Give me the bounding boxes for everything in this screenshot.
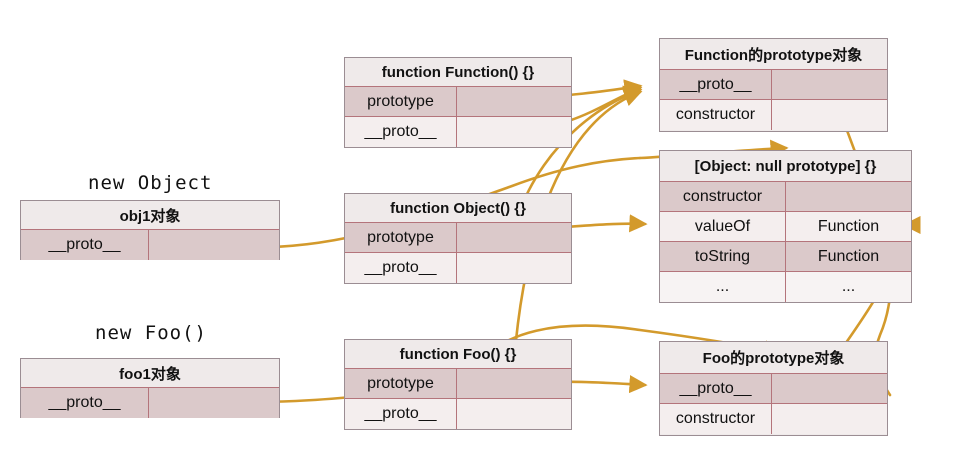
fooproto-key-0: __proto__: [660, 374, 772, 403]
table-row: __proto__: [345, 117, 571, 147]
caption-new-foo: new Foo(): [95, 322, 207, 344]
fn-foo-key-0: prototype: [345, 369, 457, 398]
fnproto-key-0: __proto__: [660, 70, 772, 99]
fn-object-value-0: [457, 223, 571, 252]
table-row: __proto__: [660, 70, 887, 100]
table-row: __proto__: [21, 388, 279, 418]
table-function-object-header: function Object() {}: [345, 194, 571, 223]
table-obj1-key-0: __proto__: [21, 230, 149, 260]
fnproto-value-1: [772, 100, 887, 130]
table-object-null-prototype: [Object: null prototype] {} constructor …: [659, 150, 912, 303]
table-row: __proto__: [21, 230, 279, 260]
table-obj1: obj1对象 __proto__: [20, 200, 280, 260]
fn-function-value-0: [457, 87, 571, 116]
fn-object-key-1: __proto__: [345, 253, 457, 283]
table-row: prototype: [345, 223, 571, 253]
table-function-function: function Function() {} prototype __proto…: [344, 57, 572, 148]
table-foo-prototype: Foo的prototype对象 __proto__ constructor: [659, 341, 888, 436]
table-foo1: foo1对象 __proto__: [20, 358, 280, 418]
table-row: toString Function: [660, 242, 911, 272]
table-object-null-prototype-header: [Object: null prototype] {}: [660, 151, 911, 182]
table-function-prototype: Function的prototype对象 __proto__ construct…: [659, 38, 888, 132]
table-function-foo: function Foo() {} prototype __proto__: [344, 339, 572, 430]
table-row: prototype: [345, 87, 571, 117]
table-row: ... ...: [660, 272, 911, 302]
table-function-object: function Object() {} prototype __proto__: [344, 193, 572, 284]
onp-key-2: toString: [660, 242, 786, 271]
fn-function-key-1: __proto__: [345, 117, 457, 147]
table-function-function-header: function Function() {}: [345, 58, 571, 87]
table-obj1-header: obj1对象: [21, 201, 279, 230]
fooproto-key-1: constructor: [660, 404, 772, 434]
table-row: constructor: [660, 182, 911, 212]
table-obj1-value-0: [149, 230, 279, 260]
table-row: __proto__: [660, 374, 887, 404]
table-row: __proto__: [345, 253, 571, 283]
fn-foo-value-0: [457, 369, 571, 398]
table-foo-prototype-header: Foo的prototype对象: [660, 342, 887, 374]
table-function-foo-header: function Foo() {}: [345, 340, 571, 369]
caption-new-object: new Object: [88, 172, 213, 194]
fooproto-value-0: [772, 374, 887, 403]
onp-key-0: constructor: [660, 182, 786, 211]
onp-value-1: Function: [817, 217, 880, 235]
table-foo1-value-0: [149, 388, 279, 418]
fn-function-value-1: [457, 117, 571, 147]
onp-key-1: valueOf: [660, 212, 786, 241]
table-row: prototype: [345, 369, 571, 399]
table-row: valueOf Function: [660, 212, 911, 242]
fnproto-key-1: constructor: [660, 100, 772, 130]
onp-key-3: ...: [660, 272, 786, 302]
fooproto-value-1: [772, 404, 887, 434]
fn-object-key-0: prototype: [345, 223, 457, 252]
fn-foo-key-1: __proto__: [345, 399, 457, 429]
table-function-prototype-header: Function的prototype对象: [660, 39, 887, 70]
fn-function-key-0: prototype: [345, 87, 457, 116]
onp-value-0: [786, 182, 911, 211]
table-row: __proto__: [345, 399, 571, 429]
table-row: constructor: [660, 100, 887, 130]
fn-object-value-1: [457, 253, 571, 283]
fn-foo-value-1: [457, 399, 571, 429]
onp-value-3: ...: [841, 278, 856, 295]
table-row: constructor: [660, 404, 887, 434]
onp-value-2: Function: [817, 247, 880, 265]
table-foo1-key-0: __proto__: [21, 388, 149, 418]
table-foo1-header: foo1对象: [21, 359, 279, 388]
fnproto-value-0: [772, 70, 887, 99]
